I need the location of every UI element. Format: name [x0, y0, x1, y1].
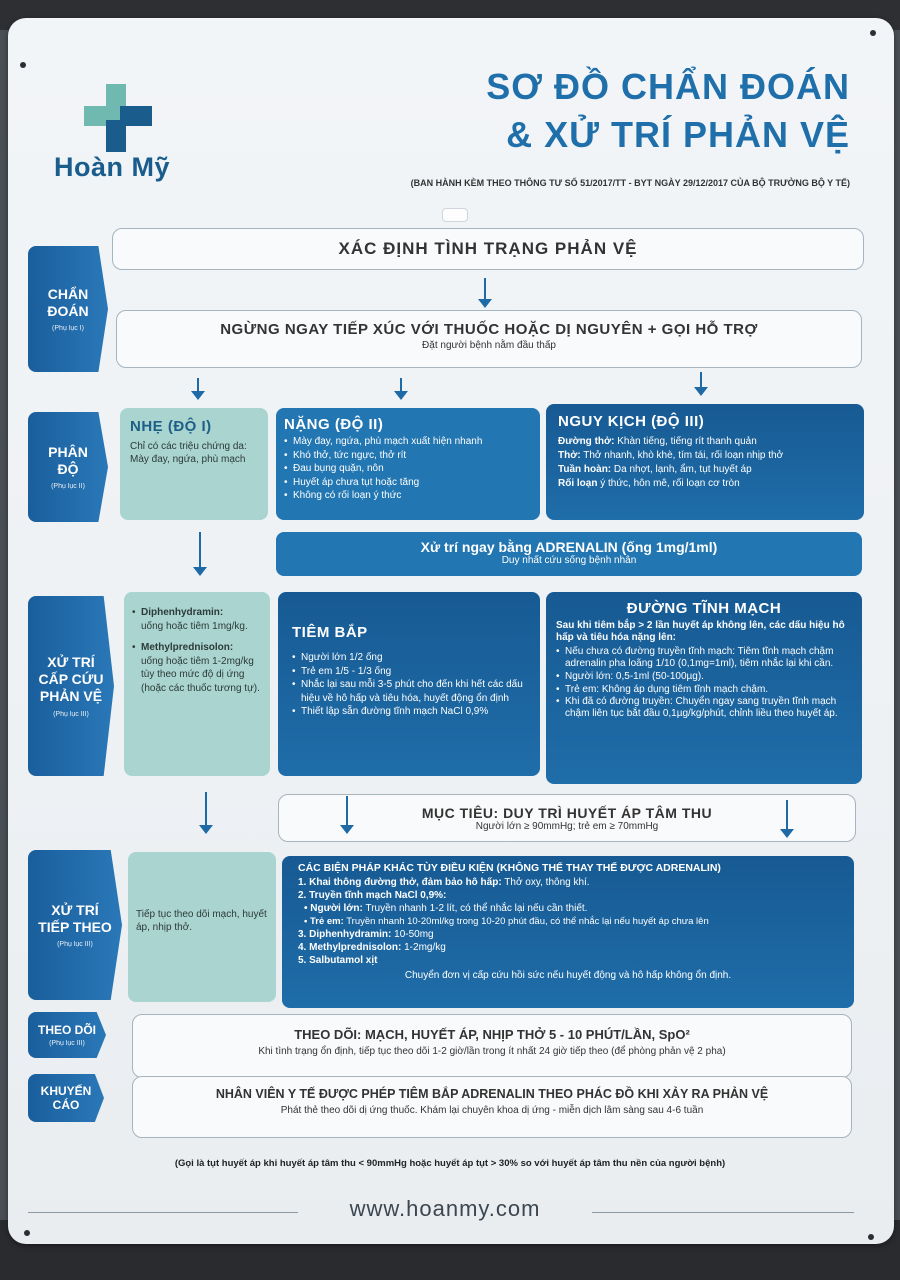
followup-line: 1. Khai thông đường thở, đảm bảo hô hấp:… — [298, 877, 590, 888]
diagnosis-step2-sub: Đặt người bệnh nằm đầu thấp — [422, 340, 556, 351]
grade-severe-item: Huyết áp chưa tụt hoặc tăng — [284, 476, 532, 490]
section-label-phan-do: PHÂN ĐỘ (Phụ lục II) — [28, 412, 108, 522]
flow-arrow — [694, 372, 708, 396]
footer-divider — [28, 1212, 298, 1213]
followup-line: • Trẻ em: Truyền nhanh 10-20ml/kg trong … — [304, 915, 709, 927]
grade-severe-item: Khó thở, tức ngực, thở rít — [284, 449, 532, 463]
adrenalin-banner: Xử trí ngay bằng ADRENALIN (ống 1mg/1ml)… — [276, 532, 862, 576]
emergency-im-item: Nhắc lại sau mỗi 3-5 phút cho đến khi hế… — [292, 678, 526, 705]
brand-name: Hoàn Mỹ — [54, 152, 171, 182]
section-label-xu-tri-cap-cuu: XỬ TRÍ CẤP CỨU PHẢN VỆ (Phụ lục III) — [28, 596, 114, 776]
followup-line: • Người lớn: Truyền nhanh 1-2 lít, có th… — [304, 903, 588, 915]
screw-icon — [870, 30, 876, 36]
followup-title: CÁC BIỆN PHÁP KHÁC TÙY ĐIỀU KIỆN (KHÔNG … — [298, 862, 721, 874]
flow-arrow — [780, 800, 794, 838]
recommend-sub: Phát thẻ theo dõi dị ứng thuốc. Khám lại… — [280, 1105, 704, 1116]
emergency-iv-item: Khi đã có đường truyền: Chuyển ngay sang… — [556, 696, 852, 720]
section-label-chan-doan: CHẨN ĐOÁN (Phụ lục I) — [28, 246, 108, 372]
hoan-my-logo-icon — [84, 84, 152, 152]
grade-critical-box: NGUY KỊCH (ĐỘ III) Đường thở: Khàn tiếng… — [546, 404, 864, 520]
grade-severe-item: Đau bụng quặn, nôn — [284, 462, 532, 476]
screw-icon — [868, 1234, 874, 1240]
grade-mild-title: NHẸ (ĐỘ I) — [130, 418, 212, 435]
grade-critical-row: Tuần hoàn: Da nhợt, lạnh, ẩm, tụt huyết … — [558, 464, 752, 475]
adrenalin-title: Xử trí ngay bằng ADRENALIN (ống 1mg/1ml) — [420, 539, 718, 555]
followup-mild-box: Tiếp tục theo dõi mạch, huyết áp, nhịp t… — [128, 852, 276, 1002]
grade-severe-item: Mày đay, ngứa, phù mạch xuất hiện nhanh — [284, 435, 532, 449]
mount-clip — [442, 208, 468, 222]
monitor-sub: Khi tình trạng ổn định, tiếp tục theo dõ… — [258, 1046, 726, 1057]
emergency-iv-intro: Sau khi tiêm bắp > 2 lần huyết áp không … — [556, 620, 845, 643]
target-sub: Người lớn ≥ 90mmHg; trẻ em ≥ 70mmHg — [475, 821, 659, 832]
emergency-mild-box: Diphenhydramin:uống hoặc tiêm 1mg/kg. Me… — [124, 592, 270, 776]
grade-severe-box: NẶNG (ĐỘ II) Mày đay, ngứa, phù mạch xuấ… — [276, 408, 540, 520]
page-title-line2: & XỬ TRÍ PHẢN VỆ — [506, 114, 850, 155]
followup-mild-text: Tiếp tục theo dõi mạch, huyết áp, nhịp t… — [136, 909, 267, 933]
flow-arrow — [199, 792, 213, 834]
grade-critical-title: NGUY KỊCH (ĐỘ III) — [558, 413, 705, 430]
flow-arrow — [394, 378, 408, 400]
emergency-mild-item: Diphenhydramin:uống hoặc tiêm 1mg/kg. — [132, 606, 262, 633]
emergency-im-item: Người lớn 1/2 ống — [292, 651, 526, 665]
emergency-iv-item: Người lớn: 0,5-1ml (50-100µg). — [556, 670, 852, 683]
followup-line: 5. Salbutamol xịt — [298, 955, 378, 967]
followup-line: 3. Diphenhydramin: 10-50mg — [298, 929, 434, 941]
followup-line: 2. Truyền tĩnh mạch NaCl 0,9%: — [298, 890, 447, 902]
target-box: MỤC TIÊU: DUY TRÌ HUYẾT ÁP TÂM THU Người… — [278, 794, 856, 842]
diagnosis-step2-text: NGỪNG NGAY TIẾP XÚC VỚI THUỐC HOẶC DỊ NG… — [220, 321, 758, 338]
emergency-im-item: Trẻ em 1/5 - 1/3 ống — [292, 665, 526, 679]
target-title: MỤC TIÊU: DUY TRÌ HUYẾT ÁP TÂM THU — [421, 805, 713, 821]
adrenalin-sub: Duy nhất cứu sống bệnh nhân — [501, 555, 637, 566]
emergency-im-box: TIÊM BẮP Người lớn 1/2 ống Trẻ em 1/5 - … — [278, 592, 540, 776]
page-title-line1: SƠ ĐỒ CHẨN ĐOÁN — [486, 66, 850, 107]
emergency-mild-item: Methylprednisolon:uống hoặc tiêm 1-2mg/k… — [132, 641, 262, 695]
emergency-im-title: TIÊM BẮP — [292, 624, 368, 641]
flow-arrow — [193, 532, 207, 576]
monitor-title: THEO DÕI: MẠCH, HUYẾT ÁP, NHỊP THỞ 5 - 1… — [294, 1027, 690, 1042]
grade-mild-text: Chỉ có các triệu chứng da: Mày đay, ngứa… — [130, 441, 247, 465]
grade-mild-box: NHẸ (ĐỘ I) Chỉ có các triệu chứng da: Mà… — [120, 408, 268, 520]
diagnosis-step1-text: XÁC ĐỊNH TÌNH TRẠNG PHẢN VỆ — [338, 239, 638, 258]
grade-critical-row: Rối loạn ý thức, hôn mê, rối loạn cơ trò… — [558, 478, 740, 489]
flow-arrow — [191, 378, 205, 400]
recommend-title: NHÂN VIÊN Y TẾ ĐƯỢC PHÉP TIÊM BẮP ADRENA… — [215, 1087, 769, 1101]
screw-icon — [24, 1230, 30, 1236]
followup-measures-box: CÁC BIỆN PHÁP KHÁC TÙY ĐIỀU KIỆN (KHÔNG … — [282, 856, 854, 1008]
emergency-iv-box: ĐƯỜNG TĨNH MẠCH Sau khi tiêm bắp > 2 lần… — [546, 592, 862, 784]
grade-critical-row: Đường thở: Khàn tiếng, tiếng rít thanh q… — [558, 436, 757, 447]
monitor-box: THEO DÕI: MẠCH, HUYẾT ÁP, NHỊP THỞ 5 - 1… — [132, 1014, 852, 1078]
grade-critical-row: Thở: Thở nhanh, khò khè, tím tái, rối lo… — [558, 450, 784, 461]
section-label-khuyen-cao: KHUYẾN CÁO — [28, 1074, 104, 1122]
recommend-box: NHÂN VIÊN Y TẾ ĐƯỢC PHÉP TIÊM BẮP ADRENA… — [132, 1076, 852, 1138]
diagnosis-step1-box: XÁC ĐỊNH TÌNH TRẠNG PHẢN VỆ — [112, 228, 864, 270]
footer-divider — [592, 1212, 854, 1213]
followup-line: 4. Methylprednisolon: 1-2mg/kg — [298, 942, 446, 954]
flow-arrow — [340, 796, 354, 834]
flow-arrow — [478, 278, 492, 308]
diagnosis-step2-box: NGỪNG NGAY TIẾP XÚC VỚI THUỐC HOẶC DỊ NG… — [116, 310, 862, 368]
emergency-iv-item: Nếu chưa có đường truyền tĩnh mạch: Tiêm… — [556, 646, 852, 670]
footer-website: www.hoanmy.com — [349, 1196, 541, 1221]
page-subtitle: (BAN HÀNH KÈM THEO THÔNG TƯ SỐ 51/2017/T… — [410, 178, 850, 188]
footnote: (Gọi là tụt huyết áp khi huyết áp tâm th… — [174, 1158, 726, 1169]
emergency-iv-item: Trẻ em: Không áp dụng tiêm tĩnh mạch chậ… — [556, 683, 852, 696]
followup-note: Chuyển đơn vị cấp cứu hồi sức nếu huyết … — [404, 969, 732, 981]
emergency-im-item: Thiết lập sẵn đường tĩnh mạch NaCl 0,9% — [292, 705, 526, 719]
screw-icon — [20, 62, 26, 68]
grade-severe-item: Không có rối loạn ý thức — [284, 489, 532, 503]
grade-severe-title: NẶNG (ĐỘ II) — [284, 416, 384, 433]
section-label-xu-tri-tiep-theo: XỬ TRÍ TIẾP THEO (Phụ lục III) — [28, 850, 122, 1000]
section-label-theo-doi: THEO DÕI (Phụ lục III) — [28, 1012, 106, 1058]
emergency-iv-title: ĐƯỜNG TĨNH MẠCH — [626, 600, 782, 617]
